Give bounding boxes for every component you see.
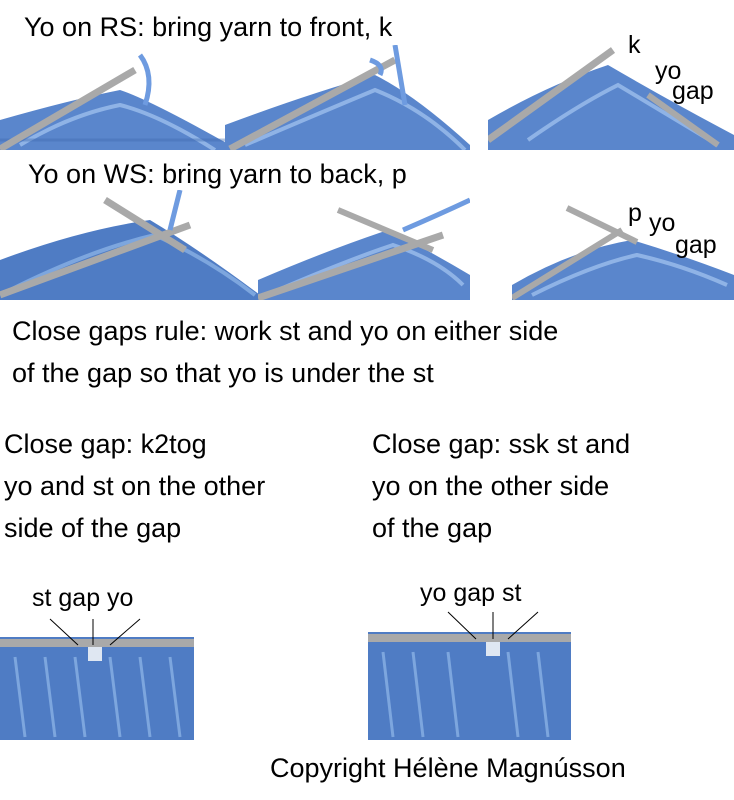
right-example-line-3: of the gap bbox=[372, 513, 493, 543]
label-p: p bbox=[628, 199, 642, 227]
left-example-line-1: Close gap: k2tog bbox=[4, 429, 207, 459]
right-example-line-2: yo on the other side bbox=[372, 471, 610, 501]
right-example-photo bbox=[368, 577, 571, 740]
knitting-photo-rs-3 bbox=[488, 45, 734, 150]
right-example-line-1: Close gap: ssk st and bbox=[372, 429, 631, 459]
label-gap-rs: gap bbox=[672, 77, 714, 105]
left-example-line-3: side of the gap bbox=[4, 513, 182, 543]
row1-caption: Yo on RS: bring yarn to front, k bbox=[24, 12, 393, 42]
knitting-photo-ws-3 bbox=[512, 200, 734, 300]
left-example-photo bbox=[0, 577, 194, 740]
label-k: k bbox=[628, 31, 641, 59]
label-gap-ws: gap bbox=[675, 231, 717, 259]
right-photo-label: yo gap st bbox=[420, 579, 522, 607]
knitting-photo-ws-2 bbox=[258, 190, 470, 300]
row2-caption: Yo on WS: bring yarn to back, p bbox=[28, 159, 407, 189]
copyright-text: Copyright Hélène Magnússon bbox=[270, 753, 626, 783]
label-yo-ws: yo bbox=[649, 209, 676, 237]
knitting-photo-rs-1 bbox=[0, 45, 230, 150]
knitting-photo-ws-1 bbox=[0, 190, 260, 300]
rule-line-2: of the gap so that yo is under the st bbox=[12, 358, 434, 388]
label-yo-rs: yo bbox=[655, 57, 682, 85]
left-photo-label: st gap yo bbox=[32, 584, 134, 612]
left-example-line-2: yo and st on the other bbox=[4, 471, 266, 501]
knitting-photo-rs-2 bbox=[225, 45, 470, 150]
rule-line-1: Close gaps rule: work st and yo on eithe… bbox=[12, 316, 559, 346]
